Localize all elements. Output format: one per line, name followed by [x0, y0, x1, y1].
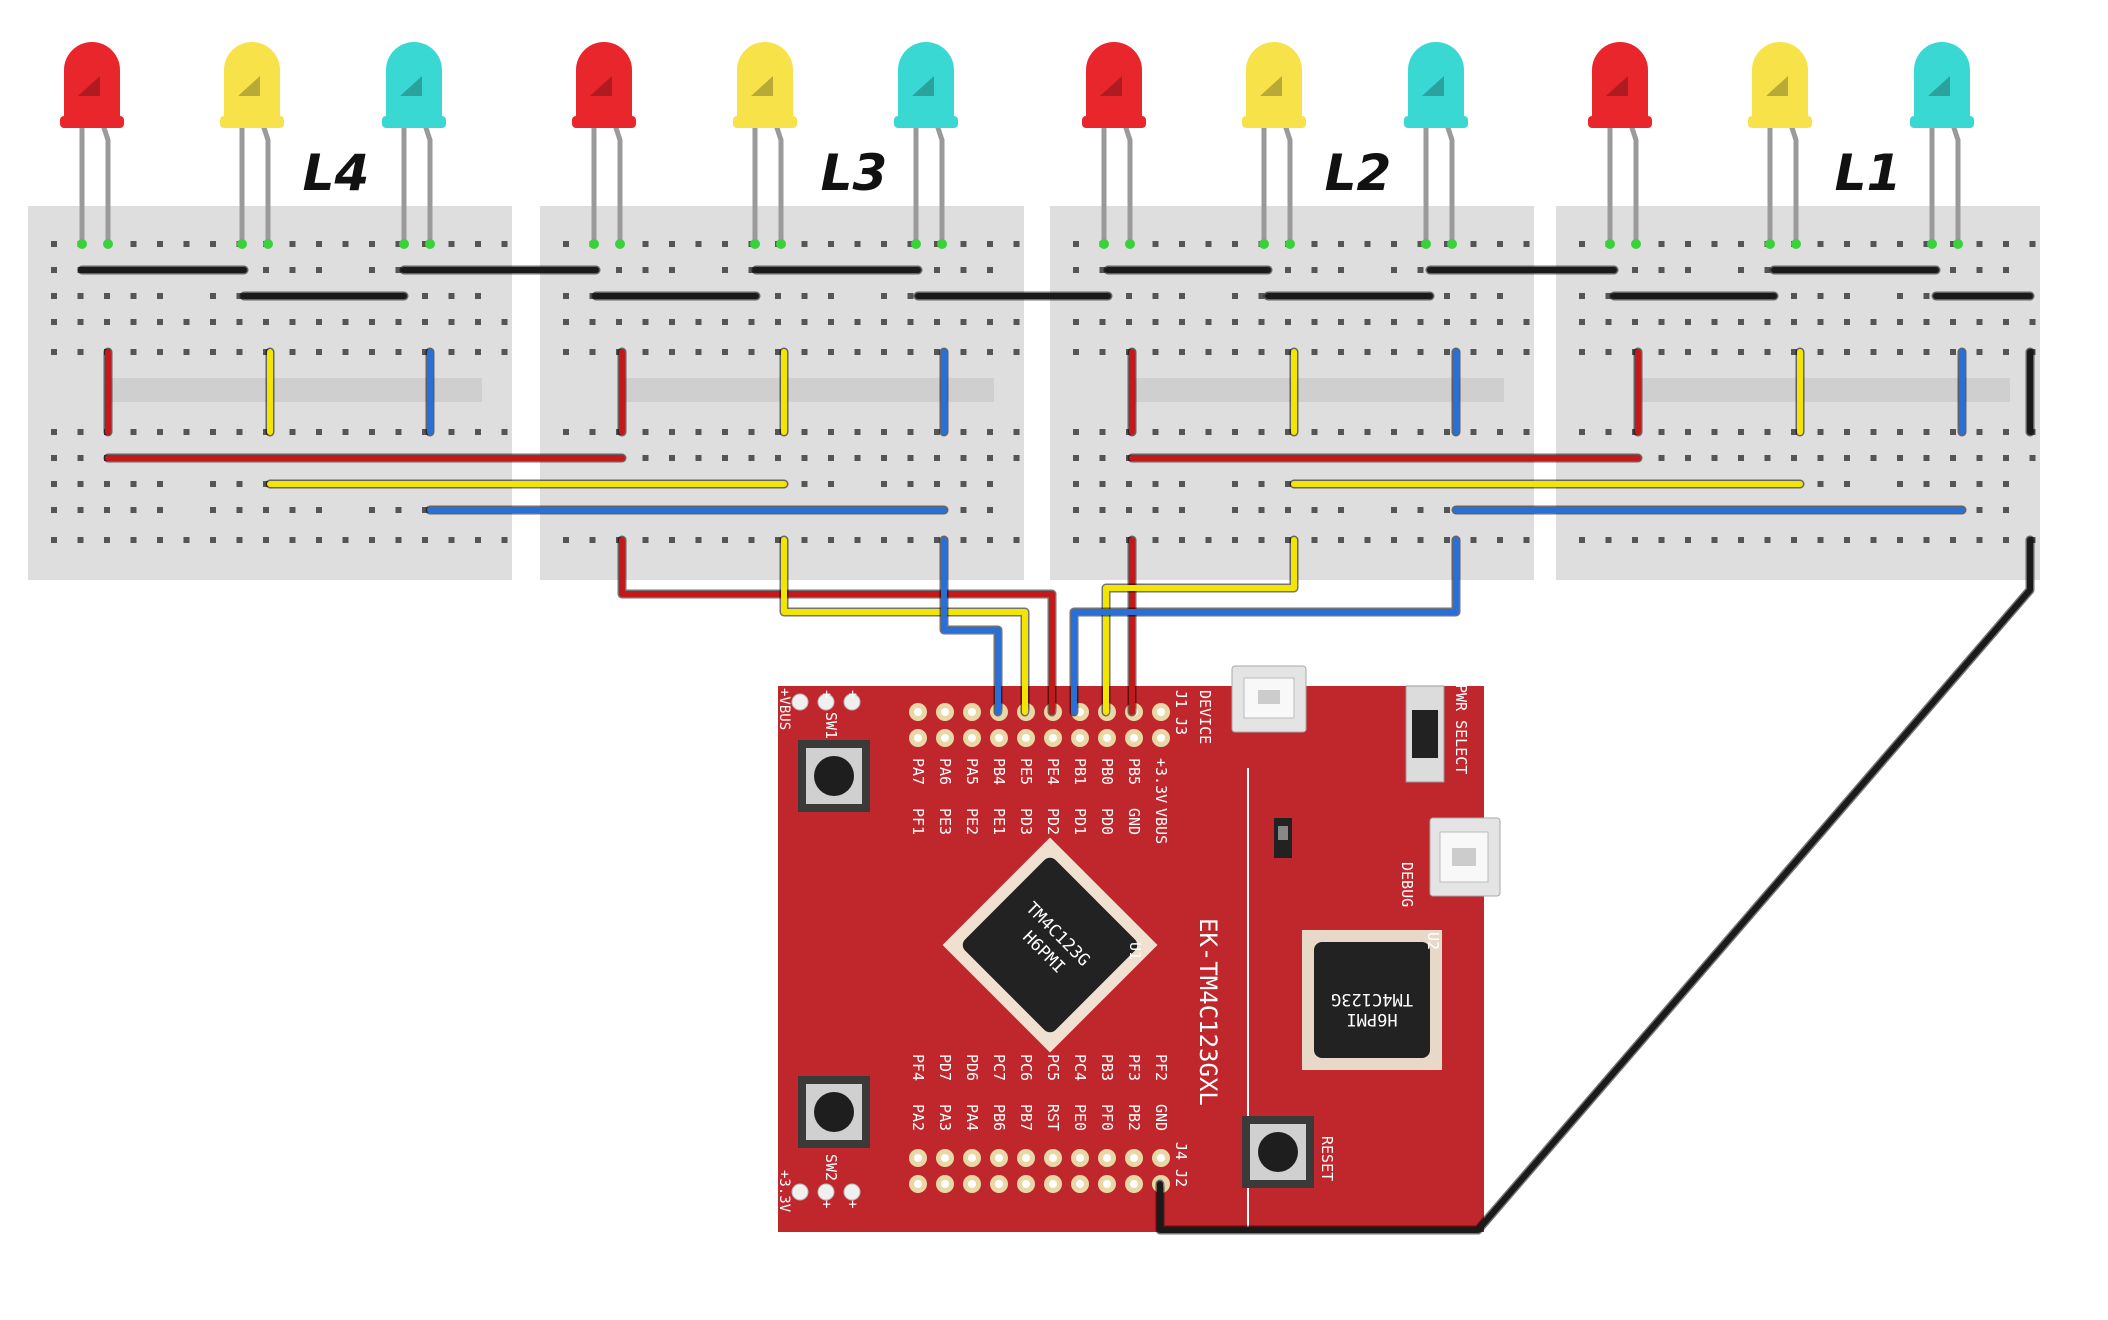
- wire-black-ground: [1157, 537, 2033, 1233]
- led-l1-yellow: [1748, 42, 1812, 249]
- led-l1-red: [1588, 42, 1652, 249]
- u2-chip: [1302, 930, 1442, 1070]
- label-l4: L4: [303, 144, 370, 202]
- pin-label-rst-b2: RST: [1044, 1104, 1062, 1131]
- pin-label-pd6-b1: PD6: [963, 1054, 981, 1081]
- led-l2-yellow: [1242, 42, 1306, 249]
- wire-yellow-to-pe5: [781, 537, 1028, 715]
- plus-label-bottom-1: +: [818, 1200, 834, 1208]
- pin-label-pb3-b1: PB3: [1098, 1054, 1116, 1081]
- pin-label-pb2-b2: PB2: [1125, 1104, 1143, 1131]
- pin-label-pa5: PA5: [963, 758, 981, 785]
- led-l2-red: [1082, 42, 1146, 249]
- pin-label-pe5: PE5: [1017, 758, 1035, 785]
- launchpad-board: [778, 665, 1501, 1232]
- pin-label-pe1-r2: PE1: [990, 808, 1008, 835]
- led-l1-cyan: [1910, 42, 1974, 249]
- pin-label-pc5-b1: PC5: [1044, 1054, 1062, 1081]
- group-labels: L4 L3 L2 L1: [303, 144, 1902, 202]
- header-top-label: J1 J3: [1172, 690, 1190, 735]
- led-l4-red: [60, 42, 124, 249]
- plus-label-top-2: +: [844, 690, 860, 698]
- pin-label-pd1-r2: PD1: [1071, 808, 1089, 835]
- pin-label-pd2-r2: PD2: [1044, 808, 1062, 835]
- pin-label-pd3-r2: PD3: [1017, 808, 1035, 835]
- led-l2-cyan: [1404, 42, 1468, 249]
- reset-label: RESET: [1318, 1136, 1336, 1181]
- led-array: [60, 42, 1974, 249]
- pwr-select-label: PWR SELECT: [1452, 684, 1470, 774]
- pin-label-vbus-r2: VBUS: [1152, 808, 1170, 844]
- pin-label-pa7: PA7: [909, 758, 927, 785]
- sw1-button[interactable]: [798, 740, 870, 812]
- pin-label-pf2-b1: PF2: [1152, 1054, 1170, 1081]
- vbus-label: +VBUS: [776, 688, 792, 730]
- label-l2: L2: [1325, 144, 1392, 202]
- pin-label-pa6: PA6: [936, 758, 954, 785]
- wire-blue-to-pb4: [941, 537, 1001, 715]
- label-l1: L1: [1835, 144, 1902, 202]
- pin-label-pb6-b2: PB6: [990, 1104, 1008, 1131]
- debug-label: DEBUG: [1398, 862, 1416, 907]
- led-l4-cyan: [382, 42, 446, 249]
- pin-label-pe0-b2: PE0: [1071, 1104, 1089, 1131]
- breadboards: [28, 206, 2040, 580]
- plus-label-bottom-2: +: [844, 1200, 860, 1208]
- wire-yellow-to-pb0: [1103, 537, 1297, 715]
- u1-label: U1: [1126, 942, 1144, 960]
- label-l3: L3: [821, 144, 888, 202]
- three-v-label: +3.3V: [776, 1170, 792, 1213]
- pin-label-pe3-r2: PE3: [936, 808, 954, 835]
- sw2-button[interactable]: [798, 1076, 870, 1148]
- pin-label-pb7-b2: PB7: [1017, 1104, 1035, 1131]
- pin-label-+3.3v: +3.3V: [1152, 758, 1170, 803]
- wire-red-to-pe4: [619, 537, 1055, 715]
- pin-label-pb5: PB5: [1125, 758, 1143, 785]
- pin-label-pb4: PB4: [990, 758, 1008, 785]
- pin-label-gnd-b2: GND: [1152, 1104, 1170, 1131]
- u2-chip-text-1: TM4C123G: [1331, 989, 1413, 1009]
- pin-label-pb0: PB0: [1098, 758, 1116, 785]
- led-l3-yellow: [733, 42, 797, 249]
- led-l3-red: [572, 42, 636, 249]
- header-bottom: [909, 1149, 1170, 1193]
- plus-label-top-1: +: [818, 690, 834, 698]
- pin-label-pa2-b2: PA2: [909, 1104, 927, 1131]
- pin-label-pa4-b2: PA4: [963, 1104, 981, 1131]
- power-select-switch[interactable]: [1405, 685, 1445, 783]
- led-l4-yellow: [220, 42, 284, 249]
- board-name-label: EK-TM4C123GXL: [1194, 918, 1222, 1106]
- side-pads: [791, 693, 861, 1201]
- reset-button[interactable]: [1242, 1116, 1314, 1188]
- pin-label-pf1-r2: PF1: [909, 808, 927, 835]
- pin-label-pd0-r2: PD0: [1098, 808, 1116, 835]
- pin-label-pa3-b2: PA3: [936, 1104, 954, 1131]
- header-bottom-label: J4 J2: [1172, 1142, 1190, 1187]
- usb-debug-connector: [1429, 817, 1501, 897]
- wire-blue-to-pb1: [1071, 537, 1459, 715]
- led-l3-cyan: [894, 42, 958, 249]
- pin-label-pf4-b1: PF4: [909, 1054, 927, 1081]
- device-label: DEVICE: [1196, 690, 1214, 744]
- pin-label-pb1: PB1: [1071, 758, 1089, 785]
- pin-label-pe4: PE4: [1044, 758, 1062, 785]
- pin-label-pd7-b1: PD7: [936, 1054, 954, 1081]
- pin-label-gnd-r2: GND: [1125, 808, 1143, 835]
- pin-label-pc4-b1: PC4: [1071, 1054, 1089, 1081]
- pin-label-pf0-b2: PF0: [1098, 1104, 1116, 1131]
- sw1-label: SW1: [822, 712, 840, 739]
- pin-label-pe2-r2: PE2: [963, 808, 981, 835]
- pin-label-pf3-b1: PF3: [1125, 1054, 1143, 1081]
- sw2-label: SW2: [822, 1154, 840, 1181]
- wires: [77, 265, 2035, 1235]
- pin-label-pc6-b1: PC6: [1017, 1054, 1035, 1081]
- u1-chip: [942, 837, 1158, 1053]
- u2-chip-text-2: H6PMI: [1346, 1009, 1397, 1029]
- usb-device-connector: [1231, 665, 1307, 733]
- pin-label-pc7-b1: PC7: [990, 1054, 1008, 1081]
- u2-label: U2: [1424, 932, 1442, 950]
